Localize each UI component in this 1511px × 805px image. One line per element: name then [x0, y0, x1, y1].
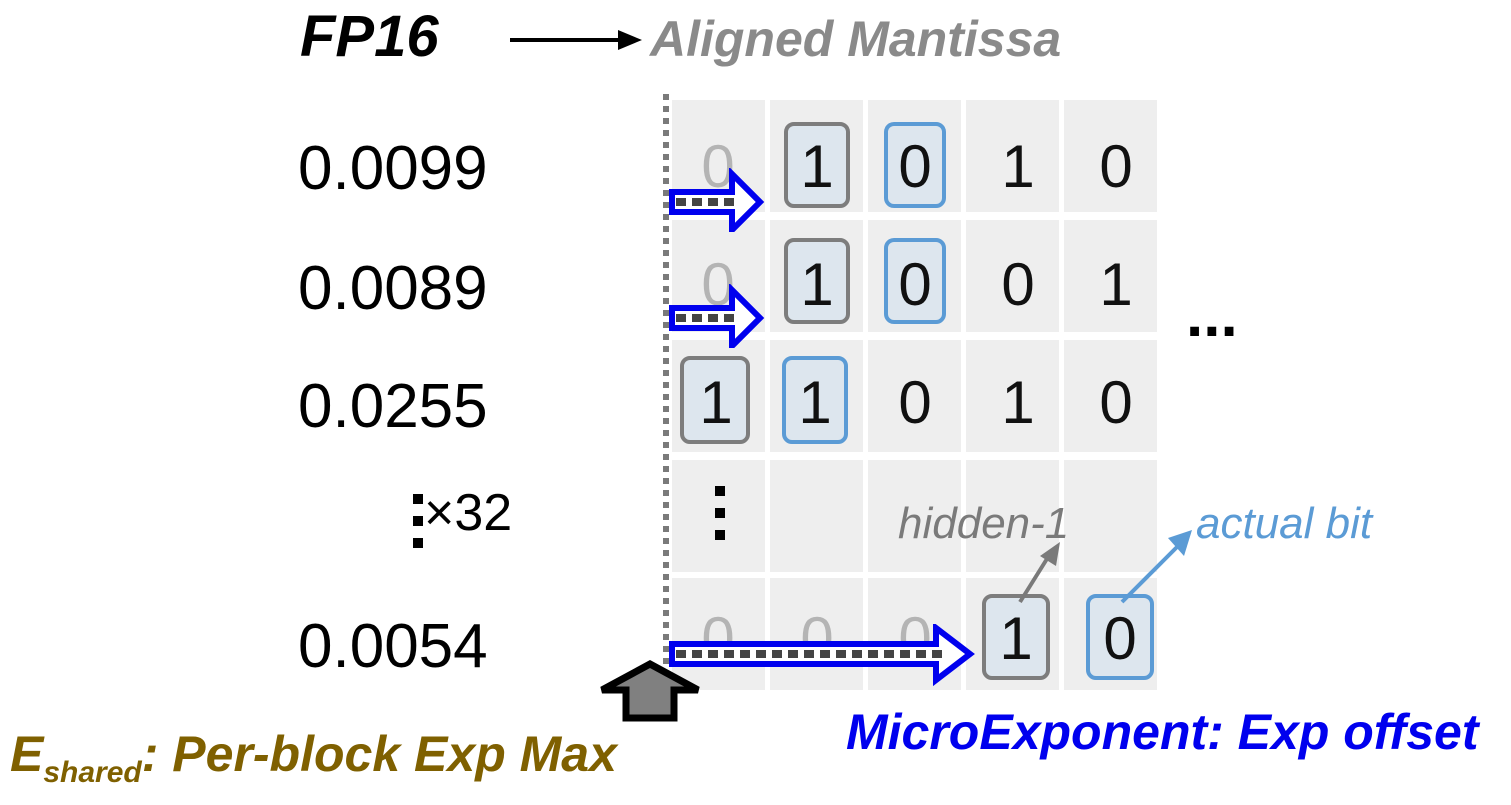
actual-bit-label: actual bit — [1196, 499, 1373, 548]
shift-arrow-icon-row-last — [669, 624, 975, 687]
shift-arrow-icon-row-1 — [669, 168, 765, 232]
bit-r2-c3: 0 — [898, 251, 932, 318]
bit-r3-c4: 1 — [1001, 369, 1035, 436]
bit-r1-c4: 1 — [1001, 133, 1035, 200]
actual-bit-box-row-3 — [782, 356, 848, 444]
hidden-bit-box-row-1 — [784, 122, 850, 208]
bit-r1-c3: 0 — [898, 133, 932, 200]
fp16-value-row-2: 0.0089 — [298, 254, 488, 323]
bit-r3-c1: 1 — [699, 369, 733, 436]
bit-r5-c5: 0 — [1103, 605, 1137, 672]
fp16-title: FP16 — [300, 4, 439, 69]
bit-r1-c2: 1 — [800, 133, 834, 200]
repeat-count-label: ×32 — [424, 484, 513, 542]
bit-r2-c2: 1 — [800, 251, 834, 318]
up-block-arrow-icon — [600, 660, 700, 722]
hidden-bit-box-row-2 — [784, 238, 850, 324]
aligned-mantissa-title: Aligned Mantissa — [650, 11, 1062, 67]
bit-r1-c5: 0 — [1099, 133, 1133, 200]
bit-r5-c4: 1 — [999, 605, 1033, 672]
actual-bit-box-row-1 — [884, 122, 946, 208]
actual-bit-box-row-2 — [884, 238, 946, 324]
fp16-value-row-last: 0.0054 — [298, 612, 488, 681]
hidden-pointer-arrow-icon — [1018, 542, 1060, 604]
actual-pointer-arrow-icon — [1120, 530, 1192, 604]
shift-arrow-icon-row-2 — [669, 284, 765, 348]
bit-r3-c2: 1 — [798, 369, 832, 436]
bit-r2-c4: 0 — [1001, 251, 1035, 318]
right-arrow-icon — [510, 30, 642, 50]
horizontal-ellipsis: ... — [1186, 281, 1238, 350]
fp16-value-row-3: 0.0255 — [298, 372, 488, 441]
grid-vertical-dots-icon — [715, 486, 725, 540]
actual-bit-box-row-last — [1086, 594, 1154, 680]
bit-r3-c3: 0 — [898, 369, 932, 436]
bit-r2-c5: 1 — [1099, 251, 1133, 318]
micro-exponent-label: MicroExponent: Exp offset — [846, 704, 1479, 760]
e-shared-label: Eshared: Per-block Exp Max — [10, 726, 617, 789]
hidden-bit-label: hidden-1 — [898, 499, 1070, 548]
hidden-bit-box-row-3 — [680, 356, 750, 444]
hidden-bit-box-row-last — [982, 594, 1050, 680]
bit-r3-c5: 0 — [1099, 369, 1133, 436]
vertical-dots-icon — [413, 494, 423, 548]
fp16-value-row-1: 0.0099 — [298, 134, 488, 203]
